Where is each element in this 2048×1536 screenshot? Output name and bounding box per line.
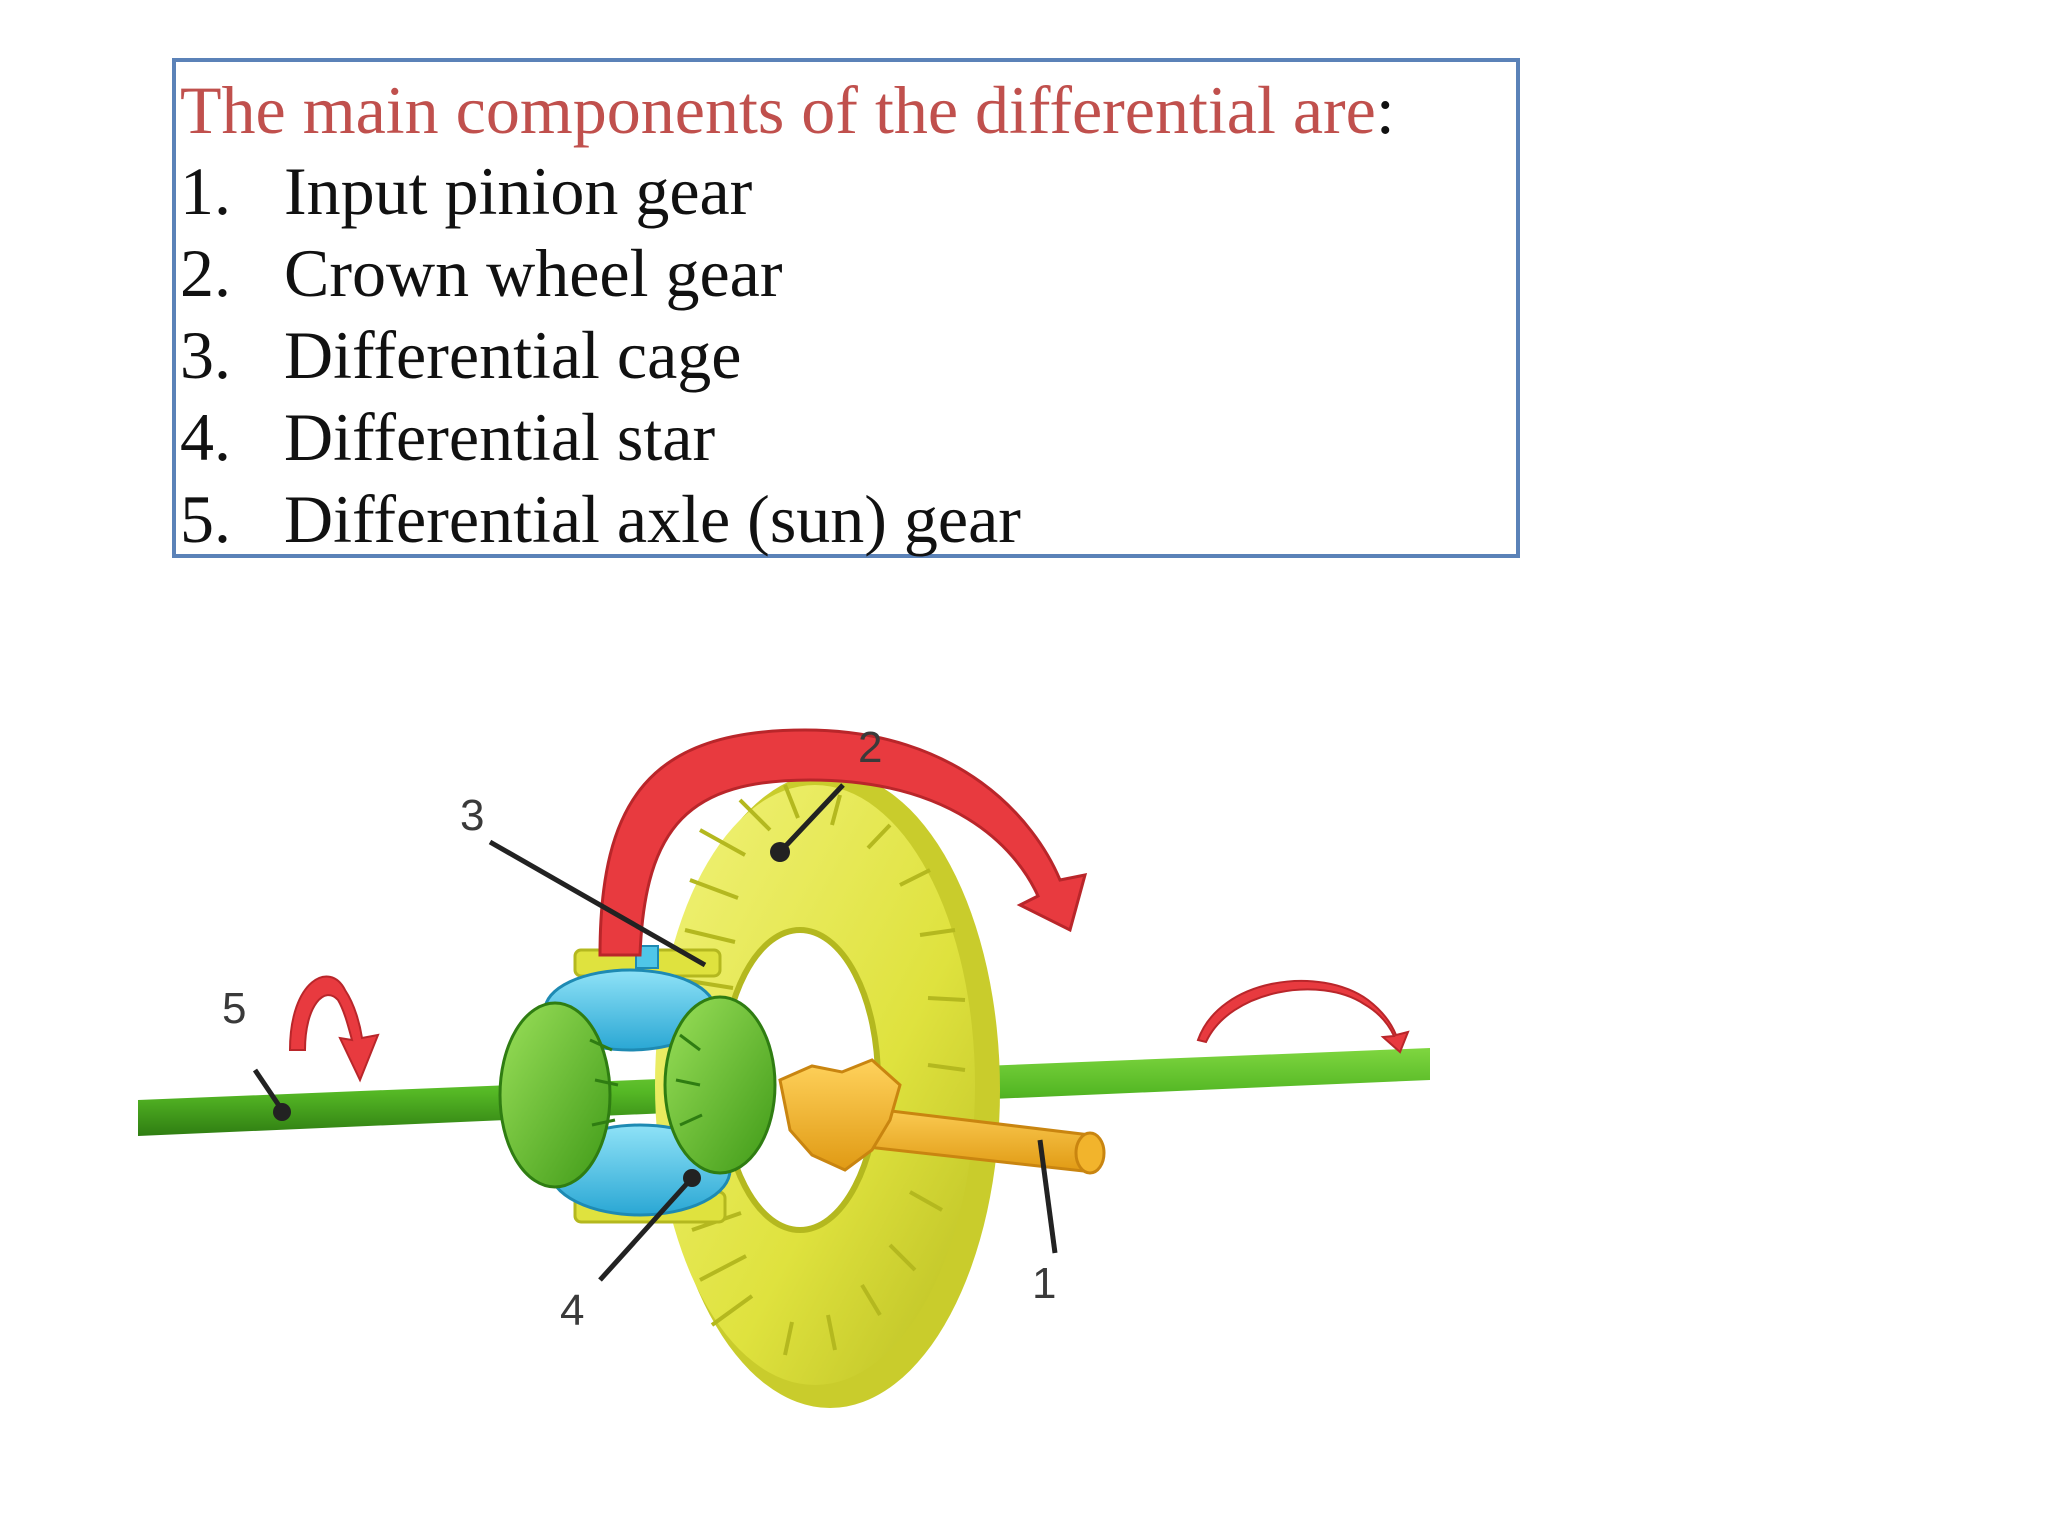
heading-colon: : [1375,72,1395,148]
input-pinion-gear [778,1058,1106,1175]
item-number: 2. [180,235,231,311]
components-list: 1. Input pinion gear 2. Crown wheel gear 3… [180,150,1516,560]
item-number: 5. [180,481,231,557]
item-label: Differential cage [284,317,742,393]
item-number: 4. [180,399,231,475]
list-item: 3. Differential cage [180,314,1516,396]
list-item: 4. Differential star [180,396,1516,478]
list-item: 5. Differential axle (sun) gear [180,478,1516,560]
list-item: 2. Crown wheel gear [180,232,1516,314]
heading-text: The main components of the differential … [180,72,1376,148]
leader-dots [273,842,790,1187]
heading: The main components of the differential … [180,70,1516,150]
callout-label-1: 1 [1032,1259,1056,1308]
callout-label-5: 5 [222,984,246,1033]
leader-lines [252,783,1058,1282]
callout-label-4: 4 [560,1286,584,1335]
rotation-arrows [288,728,1410,1083]
list-item: 1. Input pinion gear [180,150,1516,232]
item-label: Differential axle (sun) gear [284,481,1021,557]
components-text-box: The main components of the differential … [172,58,1520,558]
item-label: Differential star [284,399,716,475]
differential-diagram: 5 3 2 4 1 [138,723,1430,1408]
axle-side-gears [498,995,777,1189]
item-label: Crown wheel gear [284,235,783,311]
item-label: Input pinion gear [284,153,753,229]
item-number: 3. [180,317,231,393]
callout-label-2: 2 [858,723,882,772]
item-number: 1. [180,153,231,229]
callout-label-3: 3 [460,791,484,840]
